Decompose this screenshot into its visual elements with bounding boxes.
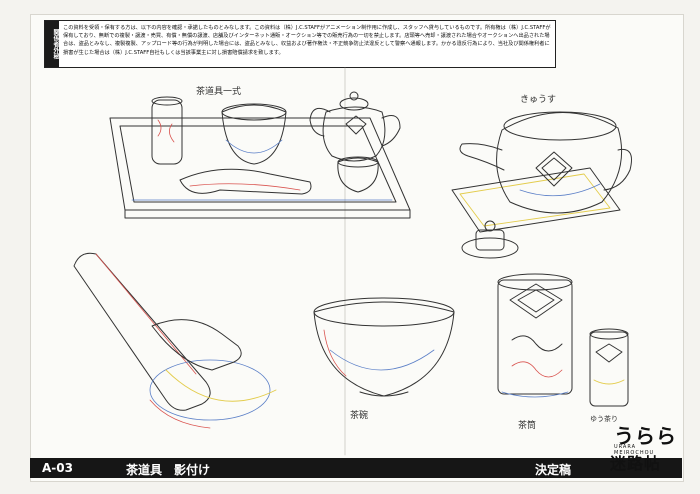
sheet-status: 決定稿 <box>535 463 572 477</box>
logo-title: 迷路帖 <box>610 454 662 473</box>
notice-text: この資料を受領・保有する方は、以下の内容を確認・承諾したものとみなします。この資… <box>63 25 551 56</box>
sheet-code: A-03 <box>42 461 73 475</box>
logo-sub: URARA MEIROCHOU <box>614 444 655 456</box>
model-sheet <box>30 14 684 482</box>
label-tea-set: 茶道具一式 <box>196 87 242 97</box>
confidentiality-notice: 関係者外秘 この資料を受領・保有する方は、以下の内容を確認・承諾したものとみなし… <box>44 20 556 68</box>
label-teapot: きゅうす <box>520 95 557 105</box>
label-tea-bowl: 茶碗 <box>350 411 369 421</box>
footer-bar: A-03 茶道具 影付け 決定稿 <box>30 458 682 478</box>
yunomi-drawing <box>589 328 629 407</box>
tea-set-drawing <box>109 91 411 219</box>
tea-canister-drawing <box>497 273 573 398</box>
confidential-stamp: 関係者外秘 <box>45 21 59 67</box>
teapot-drawing <box>451 111 632 259</box>
tea-scoop-drawing <box>73 252 277 429</box>
label-yunomi: ゆう茶り <box>590 415 618 423</box>
label-tea-canister: 茶筒 <box>518 421 537 431</box>
logo-main: うらら <box>614 424 677 448</box>
series-logo: うらら URARA MEIROCHOU 迷路帖 <box>608 420 678 476</box>
sheet-title: 茶道具 影付け <box>126 463 211 477</box>
tea-bowl-drawing <box>313 297 455 397</box>
